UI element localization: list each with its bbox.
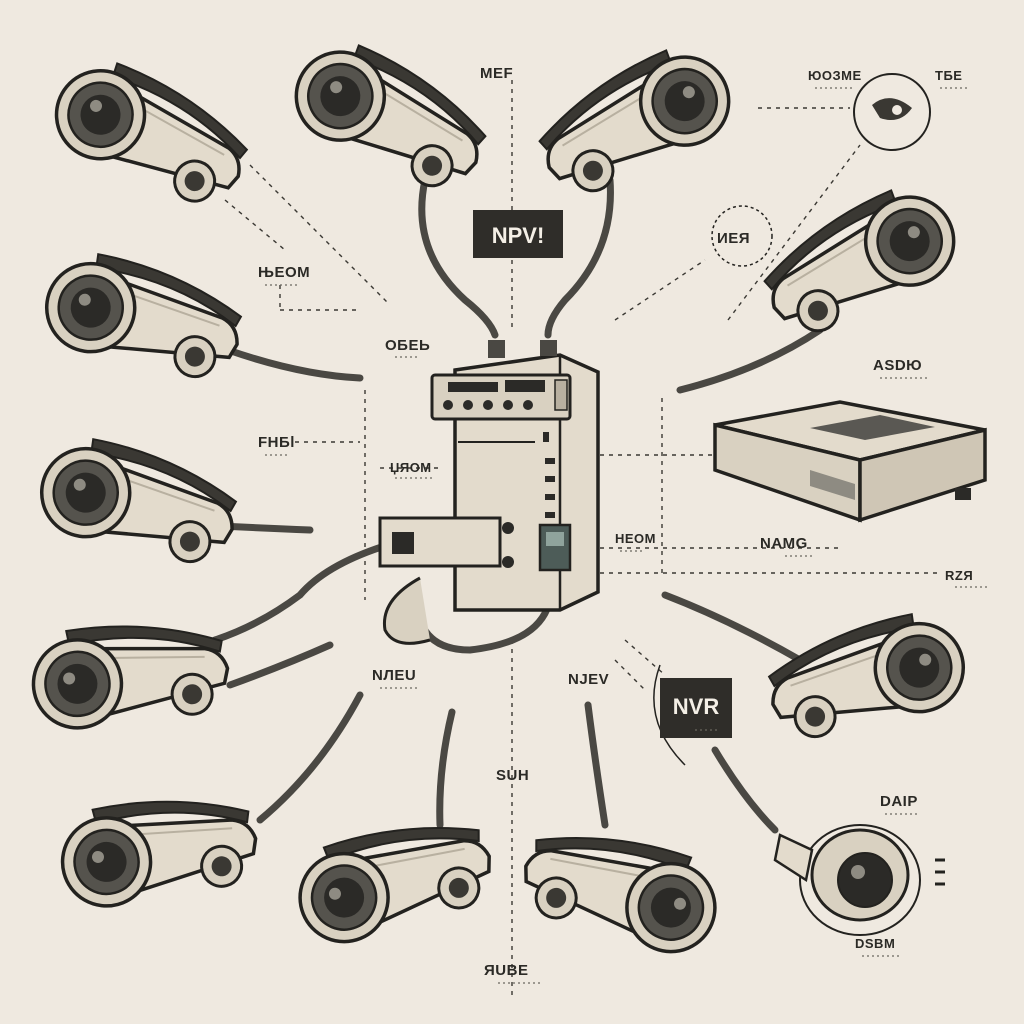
leader-lines (224, 80, 940, 1000)
label-mef: MEF (480, 65, 513, 82)
dome-camera[interactable] (773, 824, 945, 936)
label-center-2: НЕОМ (615, 531, 656, 546)
camera-top-center[interactable] (278, 28, 502, 200)
label-dome-top: DAIP (880, 793, 918, 810)
label-top-right-1: ЮОЗМЕ (808, 68, 862, 83)
badge-nvr: NVR (660, 678, 732, 738)
badge-top: NPV! (473, 210, 563, 258)
label-left-4: NЛЕU (372, 667, 416, 684)
camera-bottom-center-left[interactable] (281, 789, 506, 966)
label-top-right-2: ТБЕ (935, 68, 962, 83)
camera-left-1[interactable] (37, 246, 249, 384)
camera-left-2[interactable] (32, 431, 244, 569)
badge-nvr-text: NVR (673, 694, 720, 719)
label-left-3: FHБl (258, 434, 295, 451)
labels: MEF ЮОЗМЕ ТБЕ ИЕЯ ЊЕОМ ОБЕЬ АSDЮ FHБl ЏЯ… (258, 65, 973, 979)
camera-right-lower[interactable] (761, 606, 973, 744)
label-dome-bottom: DSBM (855, 936, 895, 951)
camera-top-left[interactable] (40, 48, 262, 215)
nvr-recorder[interactable] (713, 400, 987, 523)
label-bottom-center: SUH (496, 767, 529, 784)
label-left-1: ЊЕОМ (258, 264, 310, 281)
camera-left-3[interactable] (21, 598, 238, 748)
badge-top-text: NPV! (492, 223, 545, 248)
label-bottom-left: ЯUBE (484, 962, 528, 979)
label-right-2: NAMG (760, 535, 808, 552)
camera-right-upper[interactable] (748, 173, 972, 345)
camera-top-right[interactable] (523, 33, 747, 205)
cables (196, 176, 824, 834)
label-nvr-side: NJEV (568, 671, 609, 688)
label-squiggles (265, 87, 990, 984)
label-center-1: ЏЯОМ (390, 460, 432, 475)
label-circle: ИЕЯ (717, 230, 750, 247)
camera-bottom-center-right[interactable] (509, 799, 734, 976)
label-left-2: ОБЕЬ (385, 337, 430, 354)
zoom-callout (853, 73, 931, 151)
camera-bottom-left[interactable] (48, 769, 268, 928)
label-right-3: RZЯ (945, 568, 973, 583)
dashed-circle-callout (711, 205, 773, 267)
network-switch[interactable] (378, 340, 600, 645)
nvr-arc-callout (653, 664, 686, 766)
label-right-1: АSDЮ (873, 357, 922, 374)
